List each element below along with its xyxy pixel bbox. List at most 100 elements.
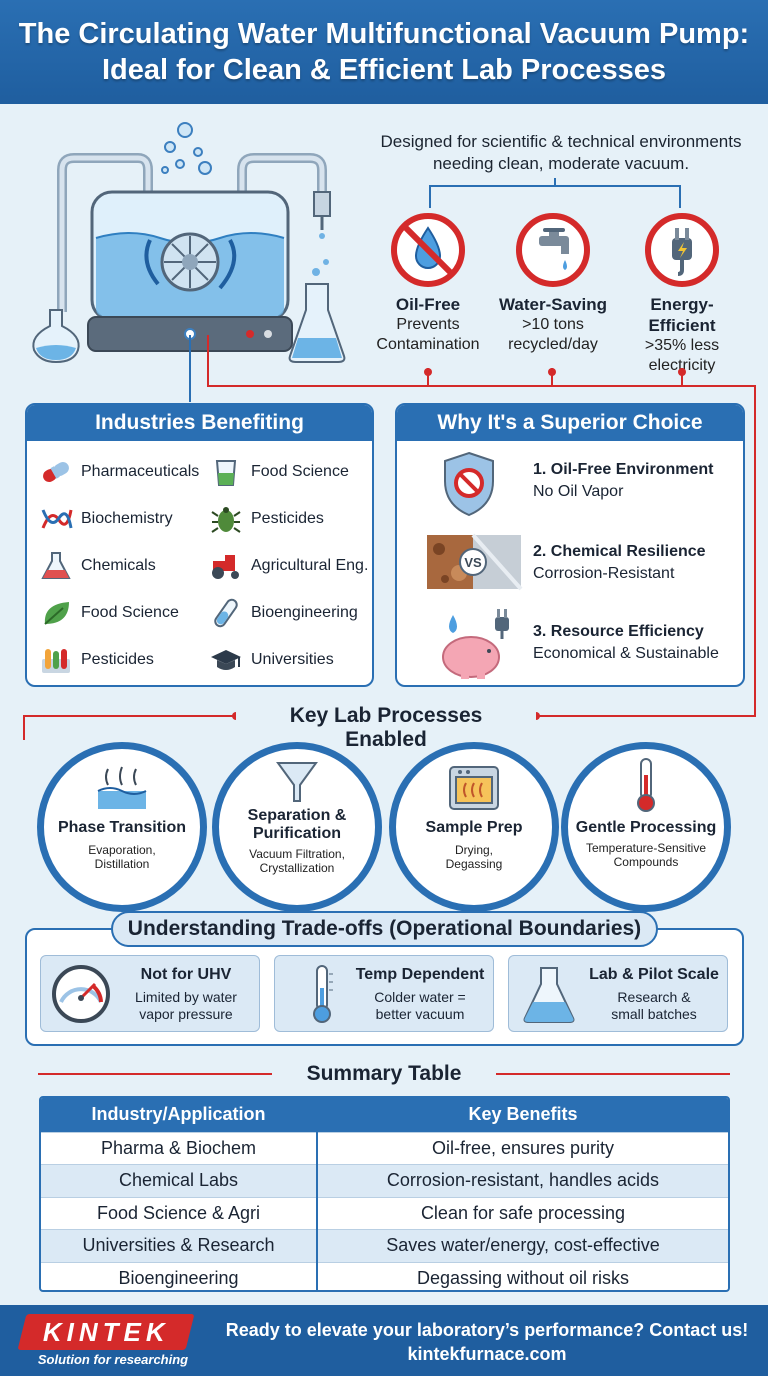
industry-chemicals: Chemicals [39,551,156,581]
table-cell: Pharma & Biochem [41,1131,318,1165]
cta-text: Ready to elevate your laboratory’s perfo… [225,1320,749,1340]
process-sub: Crystallization [259,861,335,875]
tradeoff-sub-line: Colder water = [374,989,466,1005]
process-sub: Distillation [94,857,150,871]
why-item-sub: No Oil Vapor [533,483,624,500]
feature-water-saving: Water-Saving >10 tons recycled/day [488,210,618,355]
process-phase-transition: Phase Transition Evaporation, Distillati… [37,742,207,912]
tradeoff-sub-line: vapor pressure [139,1006,233,1022]
oven-icon [449,766,499,810]
industry-label: Universities [251,651,334,668]
table-cell: Oil-free, ensures purity [317,1131,728,1165]
vs-badge: VS [464,555,482,570]
tradeoff-title: Lab & Pilot Scale [589,966,719,983]
tagline-line-1: Designed for scientific & technical envi… [380,132,742,151]
industries-title: Industries Benefiting [27,405,372,441]
table-cell: Food Science & Agri [41,1196,318,1230]
tradeoff-sub-line: small batches [611,1006,697,1022]
test-tubes-icon [42,649,70,673]
industry-bioengineering: Bioengineering [209,598,358,628]
table-cell: Universities & Research [41,1229,318,1262]
kintek-logo[interactable]: KINTEK [17,1314,195,1350]
no-oil-icon [391,213,465,287]
tradeoff-title: Temp Dependent [355,966,485,983]
page-header: The Circulating Water Multifunctional Va… [0,0,768,104]
feature-sub: electricity [648,357,716,374]
rust-vs-steel-icon: VS [427,533,523,591]
feature-title: Oil-Free [395,295,461,314]
piggy-bank-icon [442,609,509,679]
tradeoff-sub-line: Research & [617,989,691,1005]
flask-icon [41,552,71,579]
industry-label: Food Science [251,463,349,480]
industry-label: Food Science [81,604,179,621]
capsule-icon [43,462,69,482]
process-sub: Vacuum Filtration, [249,847,345,861]
process-sub: Compounds [613,855,679,869]
tagline-bracket [429,178,681,208]
industry-universities: Universities [209,645,334,675]
process-sub: Temperature-Sensitive [585,841,707,855]
logo-tagline: Solution for researching [37,1352,189,1367]
industry-label: Chemicals [81,557,156,574]
process-gentle-processing: Gentle Processing Temperature-Sensitive … [561,742,731,912]
table-cell: Clean for safe processing [317,1196,728,1230]
process-title: Gentle Processing [575,819,717,836]
industry-label: Agricultural Eng. [251,557,369,574]
why-item-title: 1. Oil-Free Environment [533,461,714,478]
feature-oil-free: Oil-Free Prevents Contamination [363,210,493,355]
feature-title: Energy-Efficient [648,295,716,335]
industry-food-science: Food Science [39,598,179,628]
industry-pesticides-2: Pesticides [209,504,324,534]
leaf-icon [44,602,69,625]
footer-cta: Ready to elevate your laboratory’s perfo… [222,1318,752,1366]
table-cell: Corrosion-resistant, handles acids [317,1164,728,1197]
why-item-sub: Economical & Sustainable [533,645,719,662]
process-title: Phase Transition [57,819,187,836]
why-item-resource-efficiency: 3. Resource Efficiency Economical & Sust… [397,607,743,685]
tradeoff-sub: Research & small batches [585,989,723,1023]
why-panel: Why It's a Superior Choice 1. Oil-Free E… [395,403,745,687]
beaker-icon [215,460,237,486]
summary-title: Summary Table [272,1062,496,1086]
industry-biochemistry: Biochemistry [39,504,173,534]
table-cell: Degassing without oil risks [317,1261,728,1290]
feature-sub: Contamination [376,336,480,353]
why-title: Why It's a Superior Choice [397,405,743,441]
summary-table: Industry/Application Key Benefits Pharma… [39,1096,730,1292]
industry-label: Biochemistry [81,510,173,527]
table-header: Industry/Application [41,1098,318,1132]
gauge-icon [52,965,110,1023]
tradeoff-sub-line: better vacuum [375,1006,465,1022]
tractor-icon [212,555,239,579]
shield-no-oil-icon [444,451,494,517]
tradeoff-sub: Limited by water vapor pressure [117,989,255,1023]
test-tube-icon [214,598,238,628]
logo-text: KINTEK [42,1316,170,1347]
why-item-title: 2. Chemical Resilience [533,543,706,560]
process-separation: Separation & Purification Vacuum Filtrat… [212,742,382,912]
why-item-title: 3. Resource Efficiency [533,623,704,640]
process-sub: Drying, [454,843,493,857]
plug-icon [645,213,719,287]
feature-title: Water-Saving [498,295,607,314]
process-title: Sample Prep [425,819,523,836]
why-item-oil-free: 1. Oil-Free Environment No Oil Vapor [397,449,743,529]
industry-agricultural-eng: Agricultural Eng. [209,551,368,581]
industry-pharmaceuticals: Pharmaceuticals [39,457,199,487]
table-cell: Saves water/energy, cost-effective [317,1229,728,1262]
feature-sub: recycled/day [508,336,598,353]
tradeoff-sub-line: Limited by water [135,989,237,1005]
industry-pesticides: Pesticides [39,645,154,675]
hero-tagline: Designed for scientific & technical envi… [370,131,752,175]
thermometer-icon [313,965,333,1023]
industry-food-science-2: Food Science [209,457,349,487]
page-title: The Circulating Water Multifunctional Va… [19,16,749,88]
website-link[interactable]: kintekfurnace.com [407,1344,567,1364]
table-header: Key Benefits [317,1098,728,1132]
graduation-cap-icon [211,650,241,670]
tradeoff-lab-pilot-scale: Lab & Pilot Scale Research & small batch… [508,955,728,1032]
vacuum-pump-illustration [32,122,346,364]
